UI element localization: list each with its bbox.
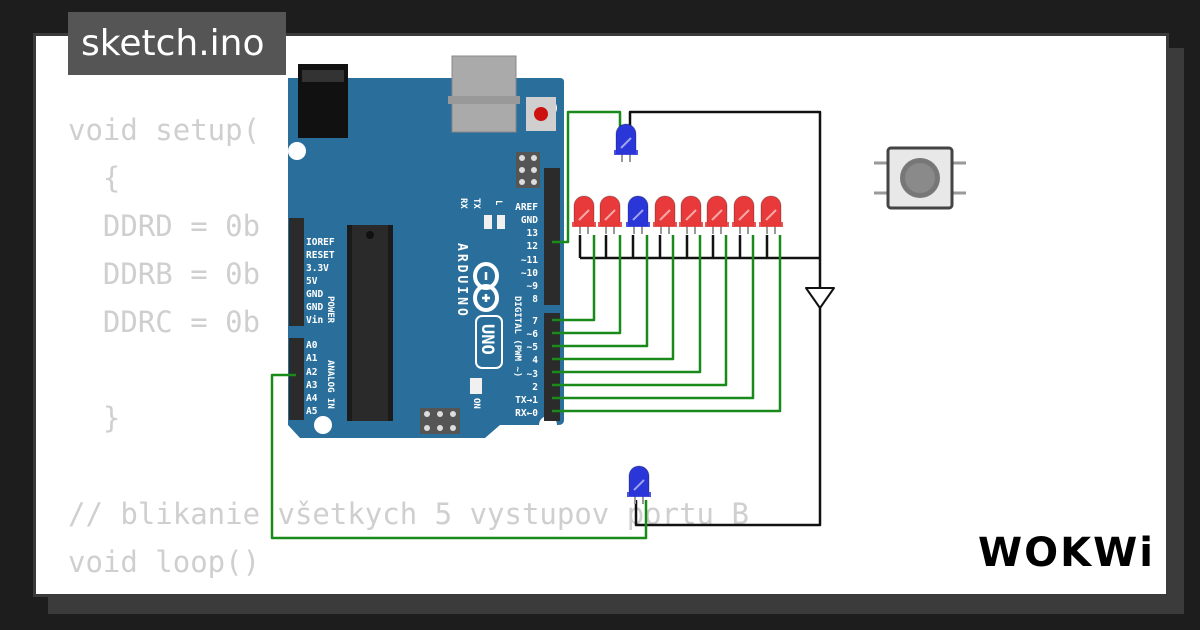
pin-label: 4: [532, 355, 538, 366]
pin-label: 8: [532, 294, 538, 305]
led-red[interactable]: [759, 195, 783, 234]
pin-label: ~6: [527, 329, 539, 340]
file-tab[interactable]: sketch.ino: [68, 12, 286, 75]
code-line: DDRC = 0b: [68, 305, 261, 339]
pin-label: ~9: [527, 281, 539, 292]
led-red[interactable]: [679, 195, 703, 234]
wire-a2[interactable]: [270, 373, 648, 540]
pin-label: 2: [532, 382, 538, 393]
preview-card: void setup( { DDRD = 0b DDRB = 0b DDRC =…: [33, 33, 1169, 597]
usb-port: [451, 55, 517, 133]
led-indicator: [484, 215, 492, 229]
on-label: ON: [471, 398, 481, 409]
power-header: [289, 218, 304, 326]
wire-pin2[interactable]: [552, 235, 728, 387]
pin-label: 3.3V: [306, 263, 329, 274]
code-line: {: [68, 586, 749, 594]
pin-label: GND: [306, 302, 323, 313]
analog-header: [289, 338, 304, 420]
led-label: RX: [458, 198, 468, 209]
pin-label: 5V: [306, 276, 318, 287]
led-label: L: [493, 200, 503, 206]
pin-label: ~3: [527, 369, 539, 380]
wire-pin7[interactable]: [552, 235, 596, 322]
ground-symbol-icon: [805, 282, 835, 309]
led-red[interactable]: [705, 195, 729, 234]
power-title: POWER: [325, 296, 335, 324]
pin-label: IOREF: [306, 237, 335, 248]
pin-label: A0: [306, 340, 318, 351]
pin-label: ~11: [521, 255, 538, 266]
icsp-header: [516, 152, 540, 188]
code-line: {: [68, 161, 121, 195]
led-red[interactable]: [653, 195, 677, 234]
wokwi-logo: WOKWi: [978, 530, 1155, 576]
pin-label: TX→1: [515, 395, 538, 406]
led-indicator: [497, 215, 505, 229]
code-line: void loop(): [68, 545, 261, 579]
led-red[interactable]: [598, 195, 622, 234]
led-row: [572, 195, 783, 234]
pin-label: Vin: [306, 315, 323, 326]
analog-title: ANALOG IN: [325, 360, 335, 409]
mount-hole: [314, 416, 332, 434]
digital-header-lower: [544, 313, 560, 421]
pin-label: A1: [306, 353, 318, 364]
wire-pin5[interactable]: [552, 235, 649, 348]
on-led: [470, 378, 482, 394]
code-background: void setup( { DDRD = 0b DDRB = 0b DDRC =…: [68, 106, 749, 594]
icsp-header-bottom: [420, 408, 460, 434]
pin-label: A3: [306, 380, 318, 391]
brand-label: ARDUINO: [454, 243, 469, 319]
arduino-uno-board[interactable]: IOREF RESET 3.3V 5V GND GND Vin A0 A1 A2…: [288, 55, 564, 438]
wire-pin6[interactable]: [552, 235, 622, 335]
pin-label: ~5: [527, 342, 539, 353]
pin-label: 12: [527, 241, 538, 252]
code-line: DDRD = 0b: [68, 209, 261, 243]
wire-pin0[interactable]: [552, 235, 782, 413]
code-line: DDRB = 0b: [68, 257, 261, 291]
pin-label: 13: [527, 228, 539, 239]
wire-pin4[interactable]: [552, 235, 675, 361]
led-top[interactable]: [614, 123, 638, 162]
wire-pin3[interactable]: [552, 235, 702, 374]
wires: [270, 110, 835, 540]
led-bottom[interactable]: [627, 465, 651, 504]
uno-badge: [475, 315, 503, 369]
pin-label: 7: [532, 316, 538, 327]
mount-hole: [288, 142, 306, 160]
wire-pin1[interactable]: [552, 235, 755, 400]
pin-label: GND: [521, 215, 538, 226]
arduino-logo-icon: [473, 262, 499, 312]
led-red[interactable]: [572, 195, 596, 234]
wire-ground[interactable]: [628, 110, 822, 527]
pushbutton[interactable]: [874, 146, 966, 210]
pin-label: AREF: [515, 202, 538, 213]
led-label: TX: [471, 198, 481, 209]
wire-pin12[interactable]: [552, 110, 622, 244]
model-label: UNO: [477, 324, 497, 355]
led-blue[interactable]: [614, 123, 638, 162]
led-blue[interactable]: [626, 195, 650, 234]
led-red[interactable]: [732, 195, 756, 234]
pin-label: ~10: [521, 268, 538, 279]
code-line: }: [68, 401, 121, 435]
pin-label: GND: [306, 289, 323, 300]
digital-header-upper: [544, 168, 560, 305]
pin-label: RESET: [306, 250, 335, 261]
pin-label: A5: [306, 406, 318, 417]
pin-label: A4: [306, 393, 318, 404]
pin-label: A2: [306, 367, 317, 378]
code-line: void setup(: [68, 113, 261, 147]
led-blue[interactable]: [627, 465, 651, 504]
pin-label: RX←0: [515, 408, 538, 419]
digital-title: DIGITAL (PWM ~): [512, 296, 522, 377]
